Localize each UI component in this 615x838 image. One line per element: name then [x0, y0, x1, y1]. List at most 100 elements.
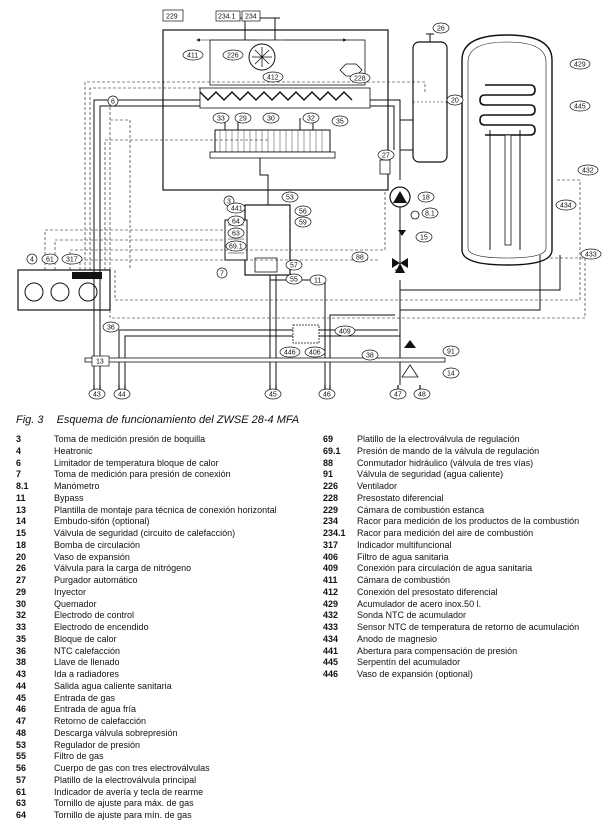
- legend-item-text: Racor para medición de los productos de …: [357, 516, 580, 527]
- legend-item: 429 Acumulador de acero inox.50 l.: [323, 599, 613, 611]
- legend-item-number: 91: [323, 469, 334, 480]
- legend-item: 445 Serpentín del acumulador: [323, 657, 613, 669]
- legend-item-text: Filtro de agua sanitaria: [357, 551, 449, 562]
- legend-item-text: Platillo de la electroválvula principal: [54, 774, 197, 785]
- legend-item-number: 229: [323, 504, 339, 515]
- legend-item-number: 11: [16, 492, 26, 503]
- legend-item-number: 429: [323, 598, 339, 609]
- label-64: 64: [232, 219, 240, 226]
- legend-item-text: Vaso de expansión: [54, 551, 130, 562]
- legend-item: 45 Entrada de gas: [16, 693, 316, 705]
- label-8-1: 8.1: [425, 211, 435, 218]
- legend-item-number: 406: [323, 551, 339, 562]
- legend-item-text: Válvula para la carga de nitrógeno: [54, 563, 192, 574]
- siphon-funnel: [401, 364, 419, 378]
- label-445: 445: [574, 104, 586, 111]
- legend-item-text: NTC calefacción: [54, 645, 121, 656]
- legend-item-text: Acumulador de acero inox.50 l.: [357, 598, 482, 609]
- label-38: 38: [366, 353, 374, 360]
- legend-item: 61 Indicador de avería y tecla de rearme: [16, 787, 316, 799]
- label-63: 63: [232, 231, 240, 238]
- mounting-template: [84, 357, 446, 363]
- legend-item-text: Quemador: [54, 598, 97, 609]
- label-317: 317: [66, 257, 78, 264]
- legend-item-number: 30: [16, 598, 27, 609]
- label-6: 6: [111, 99, 115, 106]
- legend-item-number: 234: [323, 516, 339, 527]
- legend-item-text: Embudo-sifón (optional): [54, 516, 150, 527]
- legend-item-text: Entrada de gas: [54, 692, 116, 703]
- legend-item-text: Bomba de circulación: [54, 539, 141, 550]
- label-226: 226: [227, 53, 239, 60]
- legend-item-text: Conexión del presostato diferencial: [357, 586, 498, 597]
- legend-item-number: 3: [16, 434, 22, 444]
- label-53: 53: [286, 195, 294, 202]
- legend-item-text: Bloque de calor: [54, 633, 117, 644]
- label-434: 434: [560, 203, 572, 210]
- legend-item-number: 441: [323, 645, 339, 656]
- legend-item-number: 445: [323, 657, 339, 668]
- legend-item-number: 33: [16, 622, 27, 632]
- legend-item-text: Limitador de temperatura bloque de calor: [54, 457, 219, 468]
- legend-item-number: 14: [16, 516, 27, 527]
- manometer: [410, 210, 420, 220]
- label-441: 441: [231, 206, 243, 213]
- label-20: 20: [451, 98, 459, 105]
- combustion-chamber: [209, 39, 366, 86]
- legend-item-text: Retorno de calefacción: [54, 716, 147, 726]
- label-47: 47: [394, 392, 402, 399]
- legend-item-number: 45: [16, 692, 27, 703]
- legend-item-number: 29: [16, 586, 27, 597]
- label-11: 11: [314, 278, 321, 285]
- legend-item-number: 35: [16, 633, 27, 644]
- legend-item-number: 317: [323, 539, 339, 550]
- legend-item-number: 36: [16, 645, 27, 656]
- legend-item-text: Serpentín del acumulador: [357, 657, 461, 668]
- legend-item-text: Tornillo de ajuste para mín. de gas: [54, 810, 192, 820]
- legend-item-number: 411: [323, 575, 338, 585]
- legend-item: 434 Anodo de magnesio: [323, 634, 613, 646]
- legend-item: 13 Plantilla de montaje para técnica de c…: [16, 505, 316, 517]
- label-429: 429: [574, 62, 586, 69]
- legend-item: 234 Racor para medición de los productos …: [323, 516, 613, 528]
- tank-coil: [479, 84, 536, 136]
- legend-item-text: Anodo de magnesio: [357, 633, 438, 644]
- label-27: 27: [382, 153, 390, 160]
- legend-item-text: Plantilla de montaje para técnica de con…: [54, 504, 277, 515]
- legend-item-text: Válvula de seguridad (circuito de calefa…: [54, 528, 236, 538]
- legend-item-text: Presostato diferencial: [357, 492, 444, 503]
- legend-item-text: Indicador de avería y tecla de rearme: [54, 786, 204, 797]
- legend-item-number: 27: [16, 575, 27, 585]
- label-36: 36: [107, 325, 115, 332]
- legend-item-number: 32: [16, 610, 27, 621]
- legend-item-number: 48: [16, 727, 27, 738]
- label-228: 228: [354, 76, 366, 83]
- legend-item-text: Cuerpo de gas con tres electroválvulas: [54, 763, 210, 773]
- label-412: 412: [267, 75, 279, 82]
- legend-item-text: Inyector: [54, 586, 87, 597]
- legend-item-number: 409: [323, 563, 339, 574]
- legend-item-number: 61: [16, 786, 27, 797]
- legend-item-number: 226: [323, 481, 339, 491]
- label-411: 411: [187, 53, 198, 60]
- legend-item-number: 434: [323, 633, 339, 644]
- legend-item-number: 13: [16, 504, 27, 515]
